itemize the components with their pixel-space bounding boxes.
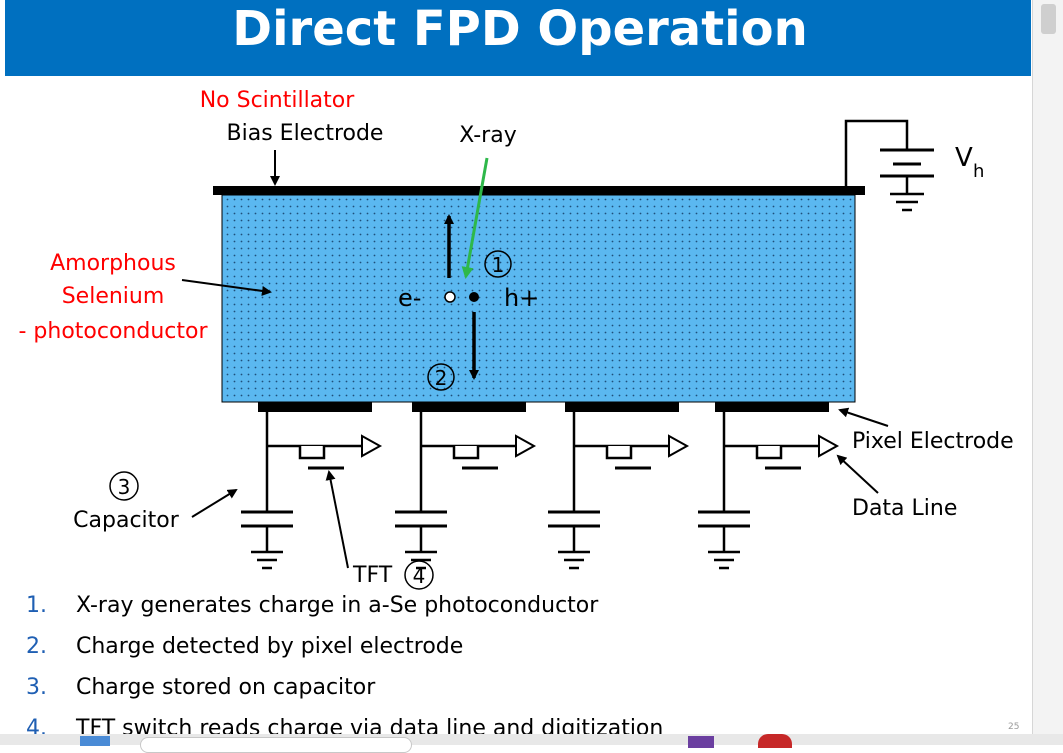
step1-circle xyxy=(484,250,512,278)
amorphous-label-line3: - photoconductor xyxy=(18,319,208,344)
no-scintillator-label: No Scintillator xyxy=(200,88,356,113)
bias-electrode xyxy=(213,186,865,195)
page-number: 25 xyxy=(1008,722,1020,732)
app-icon[interactable] xyxy=(688,736,714,748)
tft-label: TFT xyxy=(352,563,393,588)
hole-label: h+ xyxy=(504,284,539,312)
step4-circle xyxy=(404,560,434,590)
capacitor-label: Capacitor xyxy=(73,508,180,533)
vh-label: V xyxy=(955,143,973,173)
xray-label: X-ray xyxy=(459,123,516,148)
pixel-electrode-label: Pixel Electrode xyxy=(852,429,1014,454)
step2-circle xyxy=(427,363,455,391)
list-number: 2. xyxy=(26,634,47,659)
fpd-diagram: V h No Scintillator Bias Electrode X-ray… xyxy=(18,88,1014,590)
capacitor-arrow xyxy=(191,488,238,518)
data-line-arrow xyxy=(836,454,879,494)
data-line-label: Data Line xyxy=(852,496,957,521)
xray-arrow xyxy=(461,157,489,279)
list-text: X-ray generates charge in a-Se photocond… xyxy=(76,593,599,618)
vh-subscript: h xyxy=(973,161,984,182)
vertical-scrollbar[interactable] xyxy=(1032,0,1063,745)
selenium-layer xyxy=(221,194,856,403)
search-box[interactable] xyxy=(140,737,412,753)
step3-number: 3 xyxy=(118,475,131,499)
pixel-electrode-arrow xyxy=(838,407,889,427)
list-number: 1. xyxy=(26,593,47,618)
step2-number: 2 xyxy=(435,366,448,390)
step3-circle xyxy=(109,471,139,501)
scrollbar-thumb[interactable] xyxy=(1041,4,1056,34)
title-bar xyxy=(5,0,1031,76)
hole-dot xyxy=(469,292,479,302)
list-text: Charge stored on capacitor xyxy=(76,675,376,700)
amorphous-label-line2: Selenium xyxy=(62,284,165,309)
amorphous-label-line1: Amorphous xyxy=(50,251,176,276)
electron-label: e- xyxy=(398,284,421,312)
slide-title: Direct FPD Operation xyxy=(232,1,808,57)
list-number: 3. xyxy=(26,675,47,700)
selenium-pointer-arrow xyxy=(181,279,272,296)
step4-number: 4 xyxy=(413,564,426,588)
list-text: Charge detected by pixel electrode xyxy=(76,634,464,659)
electron-dot xyxy=(444,291,456,303)
pixel-circuits xyxy=(239,402,840,570)
taskbar-strip xyxy=(0,734,1063,753)
bias-electrode-label: Bias Electrode xyxy=(227,121,384,146)
slide: Direct FPD Operation xyxy=(5,0,1031,741)
voltage-source xyxy=(844,119,934,212)
step1-number: 1 xyxy=(492,253,505,277)
tft-arrow xyxy=(325,470,349,569)
app-icon[interactable] xyxy=(80,736,110,746)
app-icon[interactable] xyxy=(758,734,792,748)
